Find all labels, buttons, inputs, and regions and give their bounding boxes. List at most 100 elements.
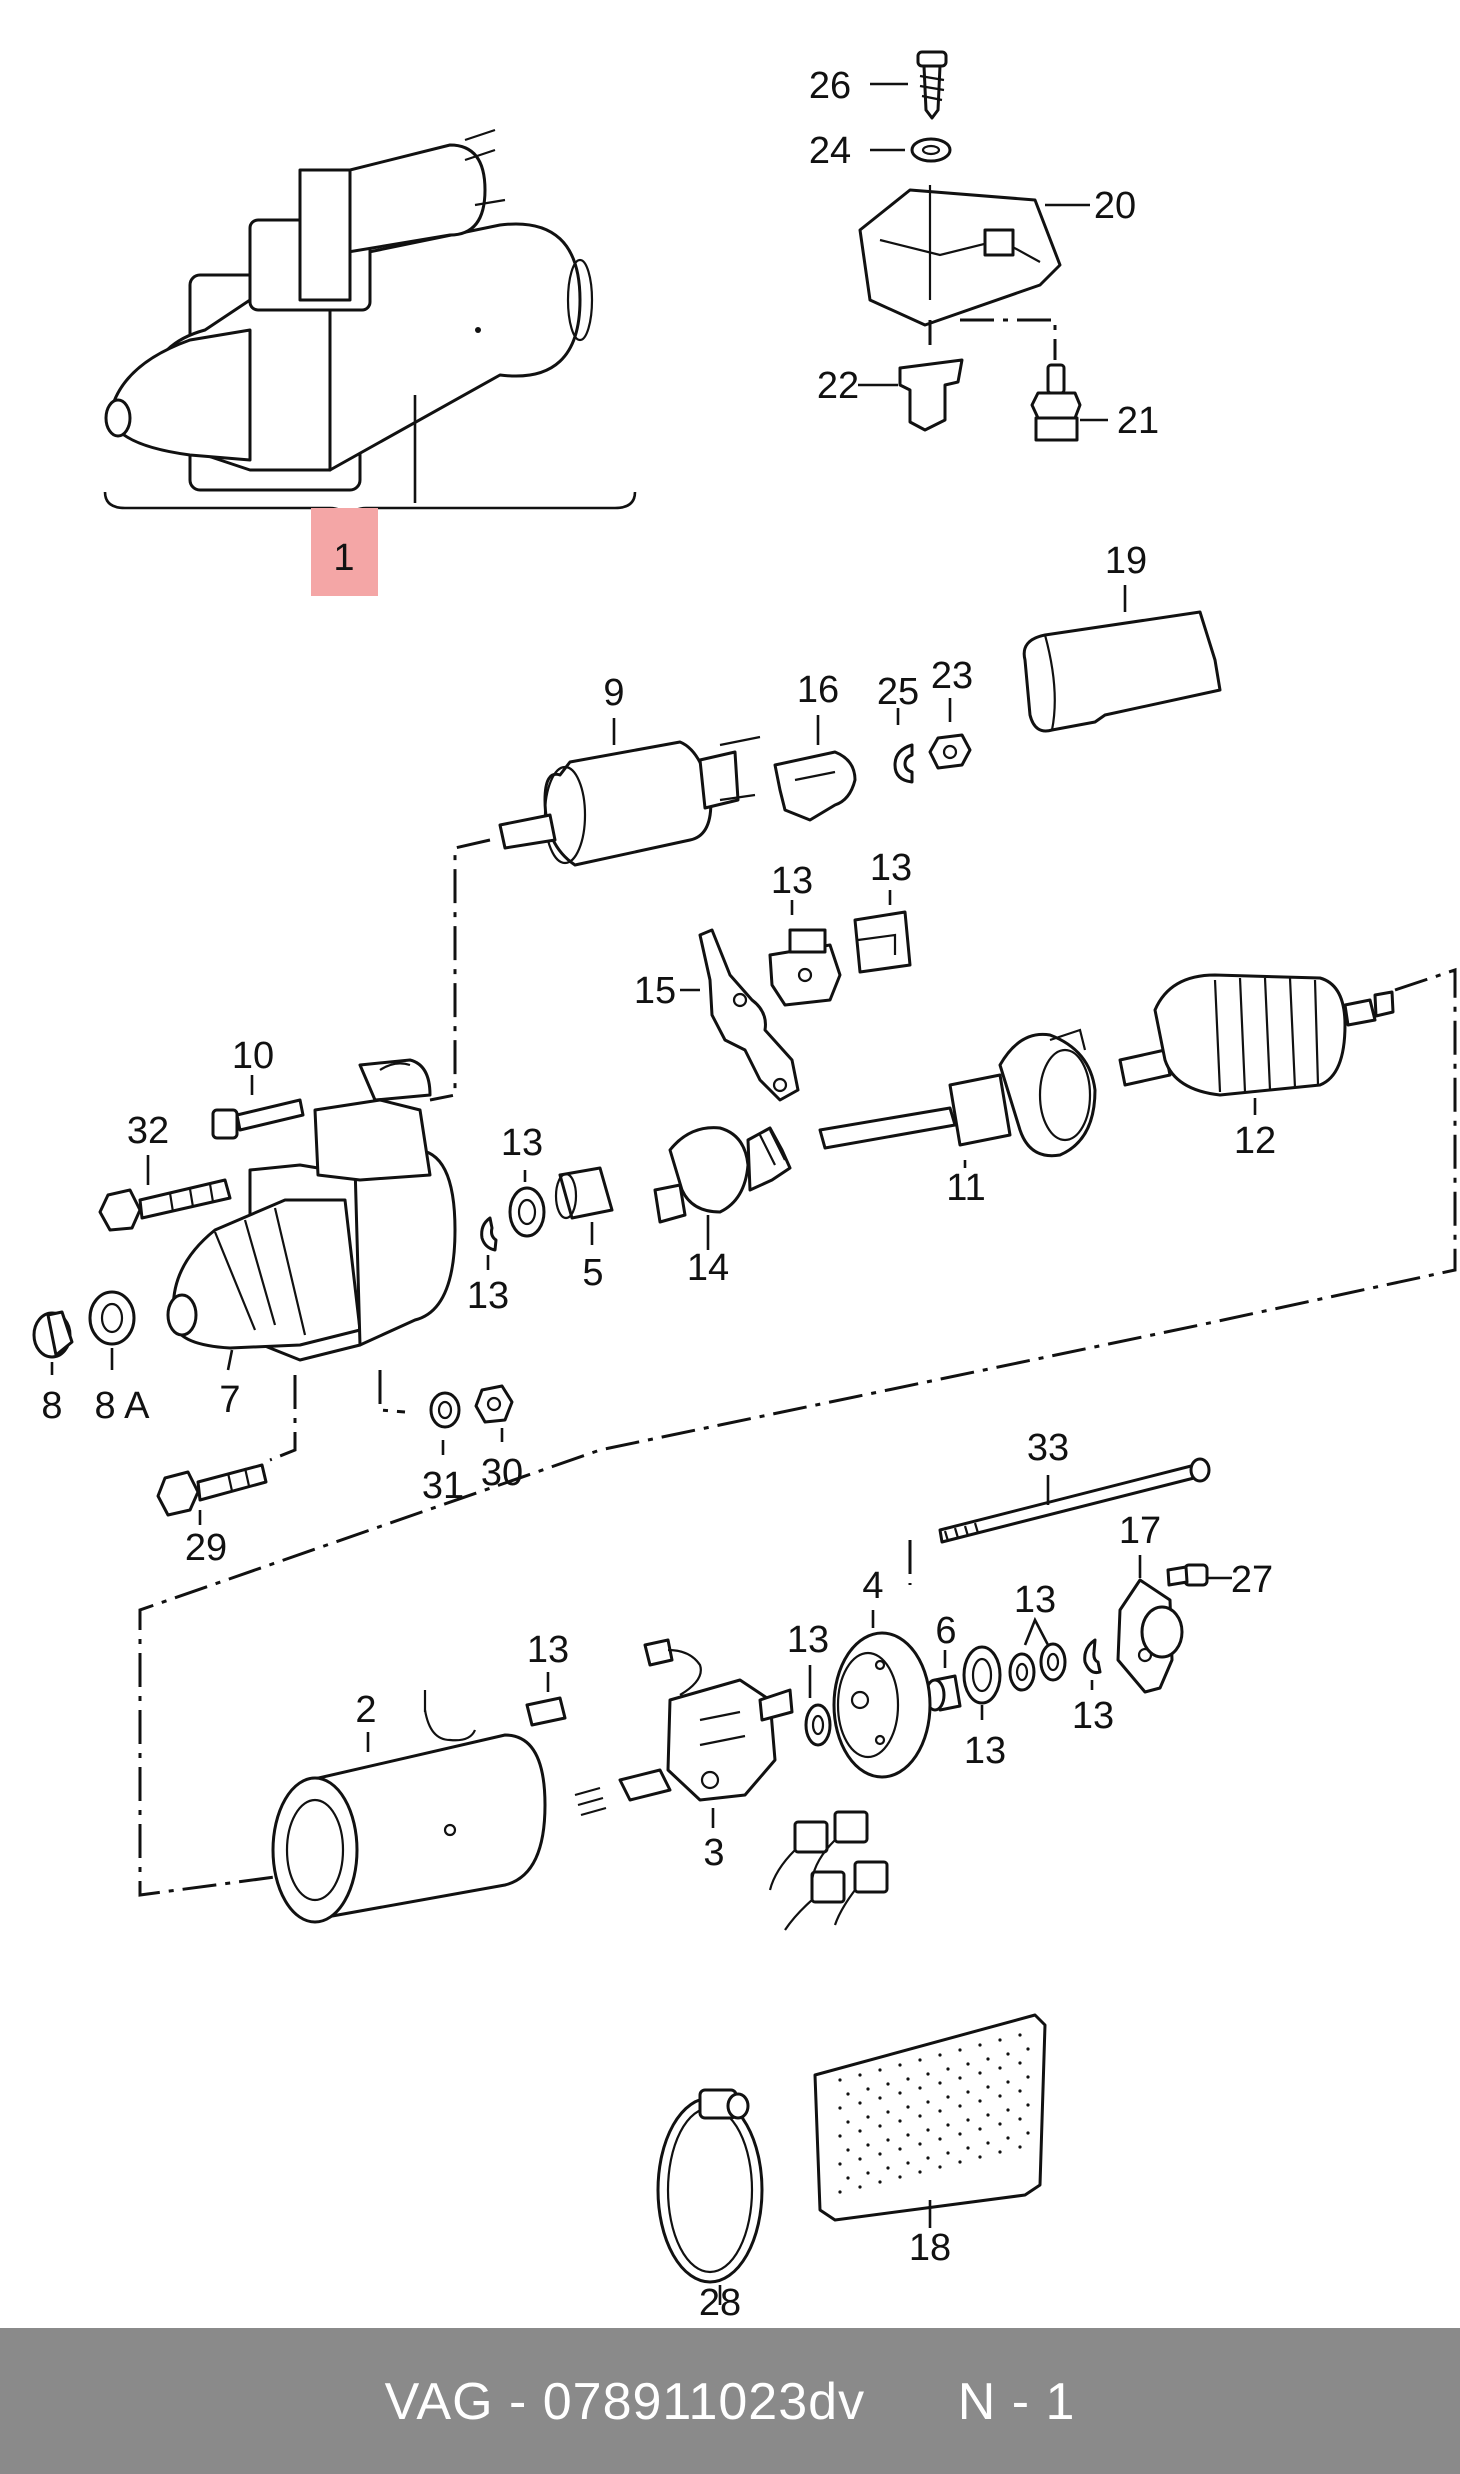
stipple-dot — [1006, 2108, 1010, 2112]
stipple-dot — [846, 2092, 850, 2096]
callout-29: 29 — [185, 1527, 227, 1569]
stipple-dot — [978, 2071, 982, 2075]
stipple-dot — [986, 2113, 990, 2117]
clip-25 — [893, 743, 914, 784]
stipple-dot — [838, 2106, 842, 2110]
drive-shaft-11 — [818, 1028, 1097, 1158]
stipple-dot — [958, 2048, 962, 2052]
callout-10: 10 — [232, 1035, 274, 1077]
stipple-dot — [926, 2128, 930, 2132]
stipple-dot — [906, 2105, 910, 2109]
stipple-dot — [886, 2138, 890, 2142]
stipple-dot — [846, 2148, 850, 2152]
stipple-dot — [998, 2094, 1002, 2098]
stipple-dot — [866, 2171, 870, 2175]
washer-13-left — [804, 1703, 832, 1747]
stipple-dot — [858, 2185, 862, 2189]
cover-20 — [858, 185, 1062, 327]
pinion-14 — [653, 1126, 792, 1224]
stipple-dot — [978, 2155, 982, 2159]
callout-13-d: 13 — [467, 1275, 509, 1317]
callout-1: 1 — [333, 537, 354, 579]
stipple-dot — [1026, 2131, 1030, 2135]
stipple-dot — [986, 2057, 990, 2061]
callout-4: 4 — [862, 1565, 883, 1607]
stipple-dot — [858, 2129, 862, 2133]
stipple-dot — [1026, 2047, 1030, 2051]
callout-11: 11 — [946, 1167, 985, 1209]
stipple-dot — [1018, 2089, 1022, 2093]
stipple-dot — [866, 2087, 870, 2091]
stipple-dot — [1026, 2075, 1030, 2079]
clip-22 — [898, 358, 964, 432]
stipple-dot — [1006, 2080, 1010, 2084]
brush-holder-3 — [574, 1638, 794, 1817]
stipple-dot — [898, 2119, 902, 2123]
callout-16: 16 — [797, 669, 839, 711]
stipple-dot — [858, 2157, 862, 2161]
callout-31: 31 — [422, 1465, 464, 1507]
callout-30: 30 — [481, 1452, 523, 1494]
callout-6: 6 — [935, 1610, 956, 1652]
callout-8a: 8 A — [95, 1385, 151, 1427]
bolt-10 — [211, 1098, 305, 1140]
stipple-dot — [938, 2137, 942, 2141]
callout-21: 21 — [1117, 400, 1159, 442]
stipple-dot — [1006, 2136, 1010, 2140]
callout-13-a: 13 — [771, 860, 813, 902]
callout-13-e: 13 — [964, 1730, 1006, 1772]
stipple-dot — [978, 2043, 982, 2047]
stipple-dot — [938, 2165, 942, 2169]
callout-33: 33 — [1027, 1427, 1069, 1469]
stipple-dot — [938, 2081, 942, 2085]
callout-15: 15 — [634, 970, 676, 1012]
end-shield-4 — [832, 1631, 932, 1779]
bolt-29 — [156, 1463, 268, 1517]
footer-bar: VAG - 078911023dv N - 1 — [0, 2328, 1460, 2474]
brush-set — [768, 1810, 889, 1931]
callout-13-b: 13 — [870, 847, 912, 889]
nut-30 — [474, 1384, 514, 1424]
stipple-dot — [878, 2152, 882, 2156]
stipple-dot — [978, 2099, 982, 2103]
stipple-dot — [906, 2133, 910, 2137]
cover-19 — [1022, 610, 1222, 733]
stipple-dot — [1018, 2033, 1022, 2037]
stipple-dot — [918, 2114, 922, 2118]
armature-12 — [1118, 973, 1395, 1097]
stipple-dot — [838, 2078, 842, 2082]
stipple-dot — [946, 2067, 950, 2071]
callout-18: 18 — [909, 2227, 951, 2269]
callout-7: 7 — [219, 1379, 240, 1421]
housing-7 — [166, 1058, 457, 1362]
starter-assembly — [104, 128, 594, 492]
callout-27: 27 — [1231, 1559, 1273, 1601]
stipple-dot — [978, 2127, 982, 2131]
stipple-dot — [938, 2053, 942, 2057]
callout-25: 25 — [877, 671, 919, 713]
stipple-dot — [958, 2160, 962, 2164]
stipple-dot — [946, 2151, 950, 2155]
stipple-dot — [986, 2085, 990, 2089]
end-plate-17 — [1116, 1578, 1184, 1694]
circlip-13 — [480, 1216, 498, 1252]
stipple-dot — [858, 2101, 862, 2105]
stipple-dot — [1026, 2103, 1030, 2107]
solenoid-9 — [498, 735, 761, 867]
stipple-dot — [998, 2038, 1002, 2042]
stipple-dot — [958, 2076, 962, 2080]
bushing-5 — [554, 1166, 614, 1220]
stipple-dot — [838, 2134, 842, 2138]
stipple-dot — [906, 2161, 910, 2165]
circlip-13-right — [1083, 1638, 1102, 1674]
stipple-dot — [986, 2141, 990, 2145]
stipple-dot — [866, 2115, 870, 2119]
tie-rod-33 — [938, 1457, 1211, 1544]
stipple-dot — [938, 2109, 942, 2113]
stipple-dot — [926, 2072, 930, 2076]
callout-9: 9 — [603, 672, 624, 714]
shim-13-a — [962, 1645, 1002, 1705]
stipple-dot — [886, 2082, 890, 2086]
stipple-dot — [1018, 2061, 1022, 2065]
